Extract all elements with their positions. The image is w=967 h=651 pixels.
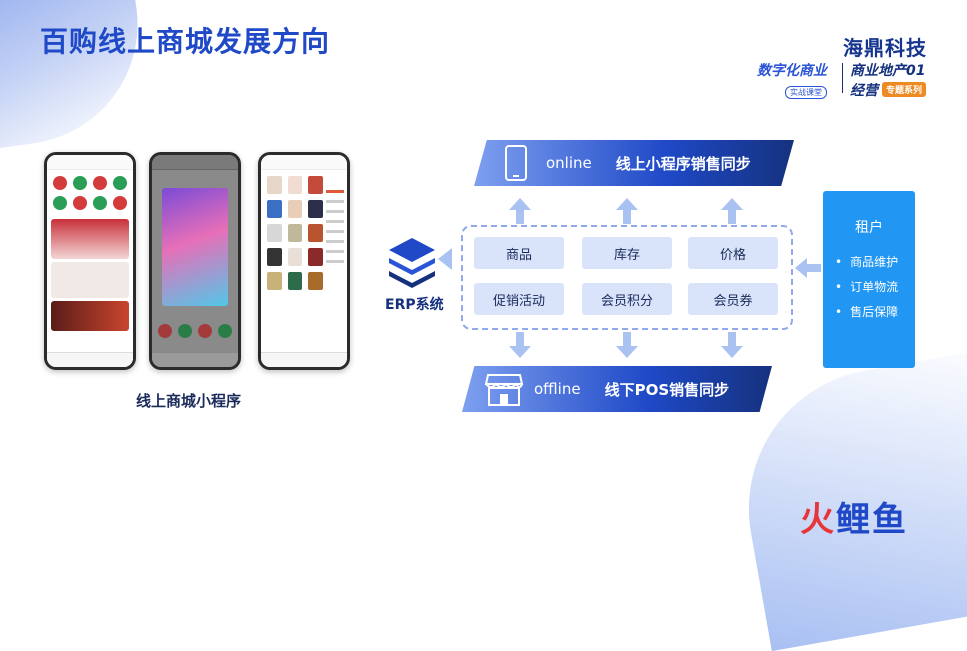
offline-label-cn: 线下POS销售同步 [604, 380, 730, 399]
series-divider [842, 63, 843, 93]
offline-sync-banner: offline 线下POS销售同步 [462, 366, 772, 412]
phone-status-bar [47, 155, 133, 170]
arrow-up-icon [721, 198, 743, 224]
tenant-item-order-logistics: 订单物流 [835, 278, 915, 295]
mobile-phone-icon [505, 145, 527, 181]
chevron-left-icon [438, 248, 452, 270]
module-inventory: 库存 [582, 237, 672, 269]
arrow-left-icon [795, 258, 821, 278]
module-price: 价格 [688, 237, 778, 269]
category-icon-grid [47, 170, 133, 216]
phone-status-bar [152, 155, 238, 170]
promo-section [51, 219, 129, 259]
series-right-line2: 经营专题系列 [850, 80, 927, 100]
series-left-main: 数字化商业 [757, 63, 827, 79]
module-promotion: 促销活动 [474, 283, 564, 315]
banner-image [51, 301, 129, 331]
tenant-item-after-sales: 售后保障 [835, 303, 915, 320]
series-logo-left: 数字化商业 实战课堂 [757, 60, 837, 99]
tenant-title: 租户 [855, 220, 883, 236]
series-right-line2-text: 经营 [850, 83, 878, 99]
phones-caption: 线上商城小程序 [136, 392, 242, 410]
arrow-up-icon [509, 198, 531, 224]
phone-screenshot-popup [149, 152, 241, 370]
popup-ad-image [162, 188, 228, 306]
arrow-down-icon [616, 332, 638, 358]
data-modules-box [461, 225, 793, 330]
bottom-nav [261, 352, 347, 367]
phone-status-bar [261, 155, 347, 170]
category-side-list [326, 183, 344, 270]
online-label-cn: 线上小程序销售同步 [615, 154, 751, 173]
tenant-item-product-maintenance: 商品维护 [835, 253, 915, 270]
product-grid [261, 170, 347, 296]
layers-icon [389, 238, 435, 288]
series-logo-right: 商业地产01 经营专题系列 [850, 60, 927, 100]
watermark-part1: 火 [800, 500, 836, 540]
series-left-sub: 实战课堂 [785, 86, 827, 99]
bottom-nav [47, 352, 133, 367]
watermark-part2: 鲤鱼 [836, 500, 908, 540]
storefront-icon [484, 374, 524, 406]
phone-screenshot-home [44, 152, 136, 370]
module-product: 商品 [474, 237, 564, 269]
tenant-list: 商品维护 订单物流 售后保障 [823, 253, 915, 320]
series-right-line1: 商业地产01 [850, 63, 926, 79]
online-sync-banner: online 线上小程序销售同步 [474, 140, 794, 186]
page-title: 百购线上商城发展方向 [40, 25, 331, 58]
offline-label-en: offline [534, 380, 581, 398]
category-icon-grid [152, 324, 238, 344]
arrow-up-icon [616, 198, 638, 224]
module-member-coupon: 会员券 [688, 283, 778, 315]
online-label-en: online [546, 154, 592, 172]
product-row [51, 262, 129, 298]
tenant-panel: 租户 商品维护 订单物流 售后保障 [823, 191, 915, 368]
phone-screenshot-category [258, 152, 350, 370]
series-tag: 专题系列 [882, 82, 927, 97]
erp-label: ERP系统 [385, 297, 444, 313]
arrow-down-icon [509, 332, 531, 358]
brand-logo-text: 海鼎科技 [843, 36, 927, 60]
module-member-points: 会员积分 [582, 283, 672, 315]
arrow-down-icon [721, 332, 743, 358]
bottom-nav [152, 352, 238, 367]
watermark-logo: 火鲤鱼 [800, 492, 908, 541]
